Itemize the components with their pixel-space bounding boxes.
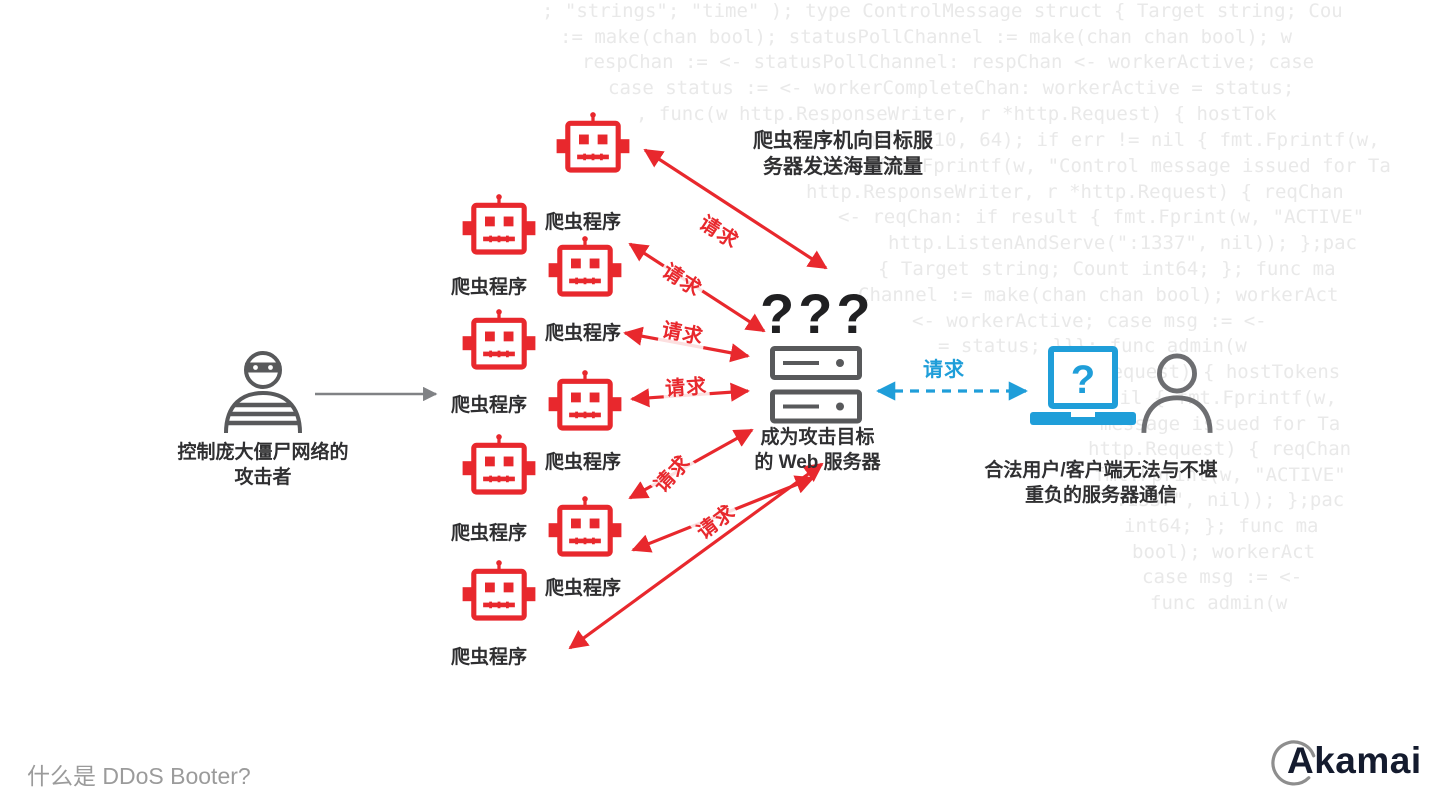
code-line: message issued for Ta — [1100, 413, 1341, 435]
bot-icon — [457, 558, 541, 622]
laptop-question-mark: ? — [1071, 358, 1095, 402]
client-label-line: 重负的服务器通信 — [1024, 485, 1177, 507]
code-line: := make(chan bool); statusPollChannel :=… — [560, 26, 1293, 48]
client-user-icon — [1141, 353, 1213, 434]
akamai-logo: Akamai — [1268, 733, 1422, 789]
bot-icon — [543, 234, 627, 298]
code-line: ":1337", nil)); };pac — [1104, 489, 1345, 511]
code-line: <- workerActive; case msg := <- — [912, 310, 1267, 332]
code-line: Channel := make(chan chan bool); workerA… — [858, 284, 1339, 306]
bot-label: 爬虫程序 — [451, 395, 528, 416]
request-label: 请求 — [662, 369, 710, 402]
bot-icon — [457, 432, 541, 496]
code-line: ; "strings"; "time" ); type ControlMessa… — [542, 0, 1343, 22]
attacker-label-line: 控制庞大僵尸网络的 — [177, 442, 349, 463]
code-line: bool); workerAct — [1132, 541, 1316, 563]
bot-label: 爬虫程序 — [545, 578, 622, 599]
code-line: case msg := <- — [1142, 566, 1303, 588]
bot-icon — [457, 192, 541, 256]
web-server-label-line: 的 Web 服务器 — [754, 452, 881, 474]
code-line: Request) { hostTokens — [1100, 361, 1341, 383]
code-line: http.ListenAndServe(":1337", nil)); };pa… — [888, 232, 1357, 254]
web-server-label: 成为攻击目标 的 Web 服务器 — [730, 425, 905, 475]
bot-label: 爬虫程序 — [545, 212, 622, 233]
client-request-label: 请求 — [923, 359, 965, 381]
code-line: fmt.Fprintf(w, "Control message issued f… — [876, 155, 1391, 177]
traffic-note: 爬虫程序机向目标服 务器发送海量流量 — [718, 128, 968, 181]
bot-label: 爬虫程序 — [451, 277, 528, 298]
client-laptop-icon: ? — [1030, 346, 1136, 425]
akamai-logo-text: Akamai — [1287, 740, 1422, 781]
code-line: { Target string; Count int64; }; func ma — [878, 258, 1336, 280]
overload-question-marks: ??? — [760, 282, 875, 345]
code-line: fmt.Fprint(w, "ACTIVE" — [1094, 464, 1346, 486]
web-server-label-line: 成为攻击目标 — [760, 427, 875, 448]
code-line: "int"), 10, 64); if err != nil { fmt.Fpr… — [842, 129, 1380, 151]
bot-label: 爬虫程序 — [545, 452, 622, 473]
attacker-icon — [224, 351, 302, 433]
page-caption: 什么是 DDoS Booter? — [27, 763, 251, 789]
client-label: 合法用户/客户端无法与不堪 重负的服务器通信 — [972, 458, 1230, 508]
attacker-label: 控制庞大僵尸网络的 攻击者 — [158, 440, 368, 490]
traffic-note-line: 爬虫程序机向目标服 — [753, 130, 933, 152]
bot-icon — [551, 110, 635, 174]
code-line: <- reqChan: if result { fmt.Fprint(w, "A… — [838, 206, 1365, 228]
code-line: , func(w http.ResponseWriter, r *http.Re… — [636, 103, 1277, 125]
bot-icon — [457, 307, 541, 371]
bot-icon — [543, 368, 627, 432]
bot-label: 爬虫程序 — [545, 323, 622, 344]
code-line: func admin(w — [1150, 592, 1288, 614]
bot-label: 爬虫程序 — [451, 647, 528, 668]
code-line: respChan := <- statusPollChannel: respCh… — [582, 51, 1315, 73]
bot-icon — [543, 494, 627, 558]
akamai-swoosh-icon — [1271, 740, 1316, 786]
bot-label: 爬虫程序 — [451, 523, 528, 544]
code-line: http.Request) { reqChan — [1088, 438, 1352, 460]
code-line: int64; }; func ma — [1124, 515, 1319, 537]
code-line: = status; }}}; func admin(w — [938, 335, 1247, 357]
client-label-line: 合法用户/客户端无法与不堪 — [984, 460, 1218, 481]
code-line: case status := <- workerCompleteChan: wo… — [608, 77, 1295, 99]
code-line: http.ResponseWriter, r *http.Request) { … — [806, 181, 1344, 203]
attacker-label-line: 攻击者 — [234, 467, 292, 489]
web-server-icon — [770, 346, 862, 424]
traffic-note-line: 务器发送海量流量 — [763, 156, 923, 179]
